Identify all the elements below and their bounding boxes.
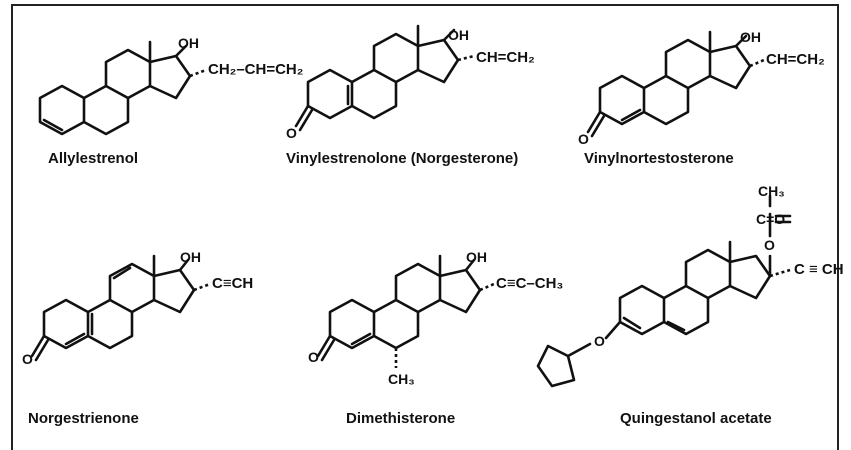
hydroxyl-label: OH <box>180 249 201 265</box>
compound-name-allylestrenol: Allylestrenol <box>48 150 139 167</box>
ketone-oxygen-label: O <box>578 131 589 147</box>
substituent-label: C ≡ CH <box>794 261 844 278</box>
hydroxyl-label: OH <box>466 249 487 265</box>
structure-quingestanol-acetate <box>536 194 792 388</box>
structure-vinylestrenolone <box>294 24 475 132</box>
hydroxyl-label: OH <box>178 35 199 51</box>
substituent-label: CH=CH₂ <box>766 51 825 68</box>
structure-dimethisterone <box>316 254 495 368</box>
substituent-label: C≡CH <box>212 275 253 292</box>
substituent-label: C≡C–CH₃ <box>496 275 563 292</box>
hydroxyl-label: OH <box>740 29 761 45</box>
structure-allylestrenol <box>38 40 207 136</box>
compound-name-vinylestrenolone: Vinylestrenolone (Norgesterone) <box>286 150 519 167</box>
substituent-label: CH₂–CH=CH₂ <box>208 61 303 78</box>
hydroxyl-label: OH <box>448 27 469 43</box>
ketone-oxygen-label: O <box>308 349 319 365</box>
figure-frame <box>11 4 839 450</box>
carbonyl-label: C=O <box>756 211 785 227</box>
acetyl-methyl-label: CH₃ <box>758 183 785 199</box>
substituent-label: CH=CH₂ <box>476 49 535 66</box>
compound-name-dimethisterone: Dimethisterone <box>346 410 456 427</box>
structure-vinylnortestosterone <box>586 30 765 138</box>
compound-name-vinylnortestosterone: Vinylnortestosterone <box>584 150 734 167</box>
methyl-label: CH₃ <box>388 371 415 387</box>
ketone-oxygen-label: O <box>286 125 297 141</box>
ester-oxygen-label: O <box>764 237 775 253</box>
structure-norgestrienone <box>30 254 211 362</box>
ketone-oxygen-label: O <box>22 351 33 367</box>
compound-name-quingestanol-acetate: Quingestanol acetate <box>620 410 772 427</box>
ether-oxygen-label: O <box>594 333 605 349</box>
compound-name-norgestrienone: Norgestrienone <box>28 410 139 427</box>
